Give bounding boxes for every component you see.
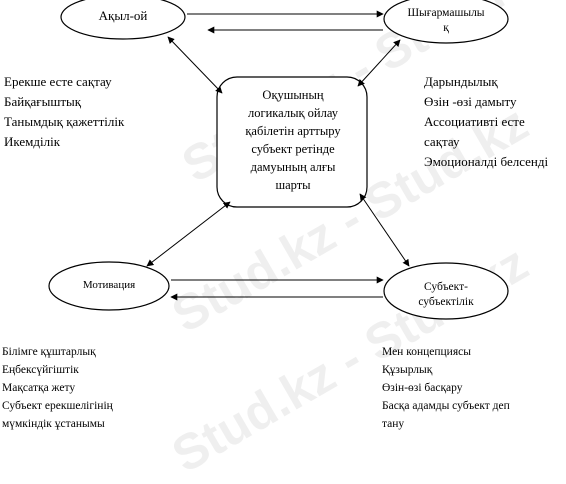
label-akyl-oi: Ақыл-ой (98, 8, 148, 23)
center-line: қабілетін арттыру (245, 124, 341, 138)
list-item: Құзырлық (382, 364, 433, 376)
list-item: Дарындылық (424, 74, 498, 89)
list-item: Мақсатқа жету (2, 382, 76, 394)
label-subekt: Субъект- субъектілік (392, 280, 500, 310)
list-item: Байқағыштық (4, 94, 82, 109)
center-line: Оқушының (262, 88, 324, 102)
list-item: Өзін -өзі дамыту (424, 94, 517, 109)
center-line: шарты (275, 178, 311, 192)
list-item: Өзін-өзі басқару (382, 382, 463, 394)
label-subekt-line1: Субъект- (424, 281, 468, 293)
node-subekt (383, 262, 509, 320)
list-bottom-left: Білімге құштарлық Еңбексүйгіштік Мақсатқ… (2, 343, 113, 433)
label-motivatsiya: Мотивация (82, 279, 136, 291)
list-item: Ерекше есте сақтау (4, 74, 112, 89)
arrow-shygarmashylyk-center (357, 39, 401, 87)
label-subekt-line2: субъектілік (418, 296, 474, 308)
label-shygarmashylyk-line2: қ (443, 22, 449, 34)
label-shygarmashylyk-line1: Шығармашылы (407, 7, 485, 19)
list-item: тану (382, 418, 405, 430)
list-item: мүмкіндік ұстанымы (2, 418, 105, 430)
center-line: субъект ретінде (251, 142, 335, 156)
list-item: Икемділік (4, 134, 61, 149)
list-item: Танымдық қажеттілік (4, 114, 125, 129)
node-center (216, 76, 368, 208)
node-akyl-oi (60, 0, 186, 40)
list-item: Эмоционалді белсенді (424, 154, 549, 169)
list-item: Басқа адамды субъект деп (382, 400, 510, 412)
list-item: Субъект ерекшелігінің (2, 400, 113, 412)
list-top-right: Дарындылық Өзін -өзі дамыту Ассоциативті… (424, 72, 548, 172)
center-line: логикалық ойлау (247, 106, 339, 120)
list-item: Мен концепциясы (382, 346, 471, 358)
arrow-subekt-center (359, 193, 410, 267)
arrow-akyl-center (167, 36, 223, 94)
arrow-motivatsiya-center (146, 201, 231, 267)
list-item: Еңбексүйгіштік (2, 364, 79, 376)
list-item: Білімге құштарлық (2, 346, 96, 358)
list-top-left: Ерекше есте сақтау Байқағыштық Танымдық … (4, 72, 124, 152)
list-item: Ассоциативті есте (424, 114, 525, 129)
center-text: Оқушының логикалық ойлау қабілетін артты… (222, 86, 364, 194)
label-shygarmashylyk: Шығармашылы қ (392, 6, 500, 36)
node-motivatsiya (48, 261, 170, 311)
diagram-canvas (48, 0, 509, 320)
center-line: дамуының алғы (250, 160, 336, 174)
node-shygarmashylyk (383, 0, 509, 44)
list-bottom-right: Мен концепциясы Құзырлық Өзін-өзі басқар… (382, 343, 510, 433)
list-item: сақтау (424, 134, 460, 149)
